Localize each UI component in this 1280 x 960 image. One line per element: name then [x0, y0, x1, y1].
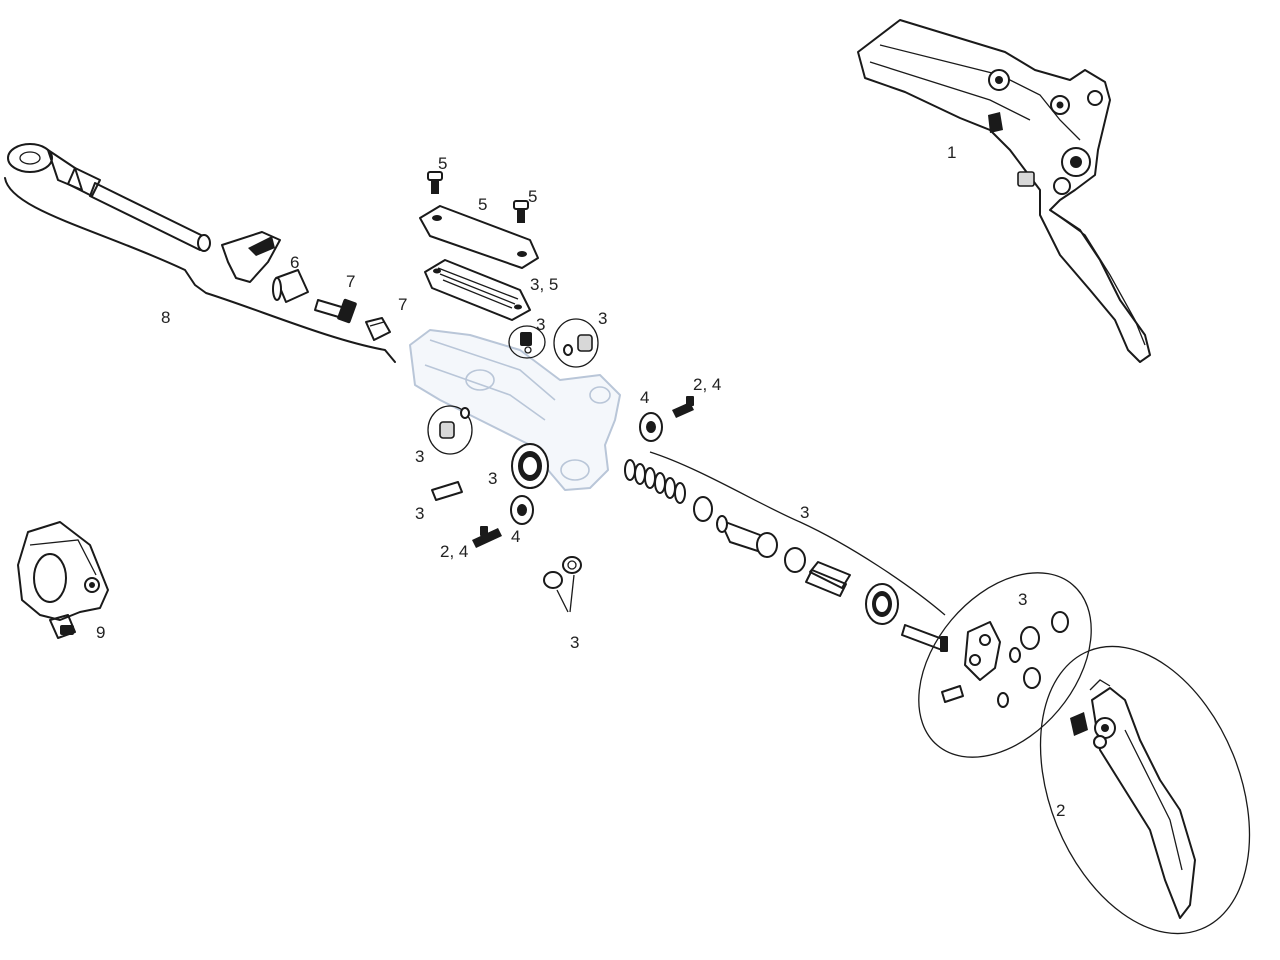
- label-part-2: 2: [1056, 801, 1065, 820]
- label-part-3-left-plug: 3: [415, 447, 424, 466]
- label-part-5-lid: 5: [478, 195, 487, 214]
- label-part-3-group-a: 3: [1018, 590, 1027, 609]
- label-part-2-4-right: 2, 4: [693, 375, 721, 394]
- label-part-8: 8: [161, 308, 170, 327]
- sub-assembly-ellipse-a: [918, 572, 1092, 758]
- label-part-4-left: 4: [511, 527, 520, 546]
- label-part-2-4-left: 2, 4: [440, 542, 468, 561]
- label-part-1: 1: [947, 143, 956, 162]
- label-part-3-cap-plug: 3: [598, 309, 607, 328]
- label-part-3-bearing-ring: 3: [488, 469, 497, 488]
- label-part-7-nut: 7: [398, 295, 407, 314]
- piston-spring-group: [624, 451, 948, 652]
- brake-lever-assembly: [857, 19, 1151, 363]
- hose-assembly: [4, 143, 396, 363]
- label-part-3-5: 3, 5: [530, 275, 558, 294]
- label-part-6: 6: [290, 253, 299, 272]
- handlebar-clamp: [17, 521, 109, 639]
- lever-blade-assembly: [1039, 645, 1251, 935]
- label-part-3-spring-group: 3: [800, 503, 809, 522]
- small-parts: [427, 318, 694, 613]
- label-part-9: 9: [96, 623, 105, 642]
- label-part-5-screw-right: 5: [528, 187, 537, 206]
- label-part-4-right: 4: [640, 388, 649, 407]
- reservoir-cover-group: [419, 171, 539, 321]
- label-part-3-seals: 3: [570, 633, 579, 652]
- label-part-5-screw-top: 5: [438, 154, 447, 173]
- lever-body-ghost: [409, 329, 621, 491]
- label-part-3-pin: 3: [415, 504, 424, 523]
- label-part-7-bolt: 7: [346, 272, 355, 291]
- label-part-3-cap: 3: [536, 315, 545, 334]
